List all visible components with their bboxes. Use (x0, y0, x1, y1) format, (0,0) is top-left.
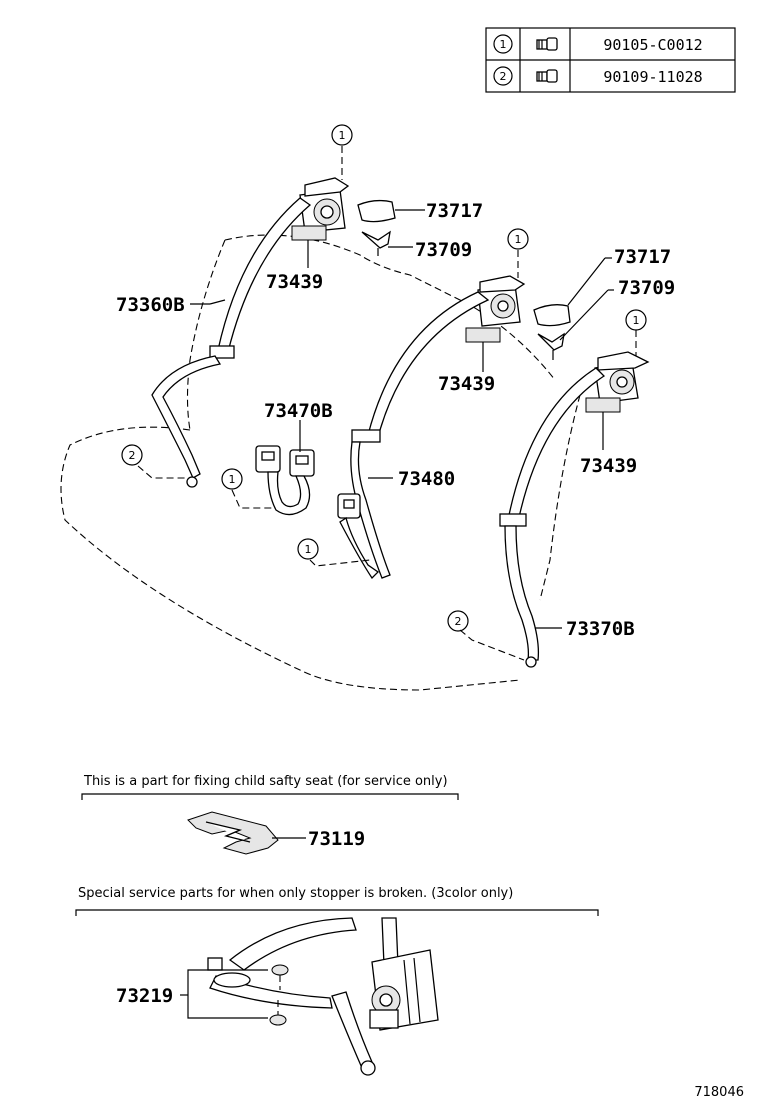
fastener-part-number: 90105-C0012 (603, 36, 702, 54)
callout-73717: 73717 (426, 200, 483, 222)
rear-seat-outline (60, 234, 581, 691)
svg-text:1: 1 (229, 473, 236, 486)
stopper-section: Special service parts for when only stop… (75, 886, 599, 1076)
svg-text:1: 1 (633, 314, 640, 327)
right-outer-seat-belt (499, 351, 650, 668)
callout-73470b: 73470B (264, 400, 333, 422)
svg-text:2: 2 (455, 615, 462, 628)
fastener-part-number: 90109-11028 (603, 68, 702, 86)
fastener-row: 1 90105-C0012 (493, 34, 703, 54)
bolt-icon (536, 37, 558, 51)
callout-73709: 73709 (415, 239, 472, 261)
anchor-plate (525, 656, 537, 668)
stopper-washer (269, 1000, 287, 1026)
retractor (477, 275, 526, 327)
callout-73360b: 73360B (116, 294, 185, 316)
slip-guide (499, 513, 527, 527)
slip-guide (351, 429, 381, 443)
note-child-seat: This is a part for fixing child safty se… (83, 774, 448, 789)
retractor (299, 177, 350, 233)
belt-cover-right (533, 304, 571, 327)
callout-73709: 73709 (618, 277, 675, 299)
circled-marker: 1 (507, 228, 529, 250)
callout-73717: 73717 (614, 246, 671, 268)
circled-marker: 1 (625, 309, 647, 331)
fastener-table: 1 90105-C0012 2 90109-11028 (485, 27, 736, 93)
pad-right (585, 397, 621, 413)
callout-73119: 73119 (308, 828, 365, 850)
circled-marker: 2 (447, 610, 469, 632)
belt-cover-left (357, 199, 396, 223)
anchor-plate (186, 476, 198, 488)
leader-lines (190, 209, 614, 629)
fastener-ref: 1 (500, 38, 507, 51)
retractor (369, 949, 439, 1031)
callout-73480: 73480 (398, 468, 455, 490)
clip-left (361, 230, 391, 256)
figure-reference-number: 718046 (694, 1085, 744, 1100)
fastener-row: 2 90109-11028 (493, 66, 703, 86)
callout-73439: 73439 (580, 455, 637, 477)
clip-right (537, 332, 565, 360)
pad-center (465, 327, 501, 343)
buckle-tongue (337, 493, 361, 519)
bolt-icon (536, 69, 558, 83)
child-seat-part-section: This is a part for fixing child safty se… (81, 774, 459, 855)
circled-marker: 1 (331, 124, 353, 146)
callout-73219: 73219 (116, 985, 173, 1007)
buckle-assembly (255, 445, 315, 516)
circled-marker: 1 (221, 468, 243, 490)
note-stopper: Special service parts for when only stop… (78, 886, 513, 901)
fastener-ref: 2 (500, 70, 507, 83)
callout-73370b: 73370B (566, 618, 635, 640)
slip-guide (209, 345, 235, 359)
child-seat-anchor-bracket (187, 811, 279, 855)
svg-text:1: 1 (339, 129, 346, 142)
callout-73439: 73439 (266, 271, 323, 293)
svg-text:2: 2 (129, 449, 136, 462)
svg-text:1: 1 (515, 233, 522, 246)
center-seat-belt (337, 275, 526, 580)
svg-text:1: 1 (305, 543, 312, 556)
stopper-button (271, 964, 289, 990)
pad-left (291, 225, 327, 241)
callout-73439: 73439 (438, 373, 495, 395)
retractor (594, 351, 650, 404)
circled-marker: 1 (297, 538, 319, 560)
marker-leaders (137, 146, 637, 661)
circled-marker: 2 (121, 444, 143, 466)
left-outer-seat-belt (151, 177, 350, 488)
